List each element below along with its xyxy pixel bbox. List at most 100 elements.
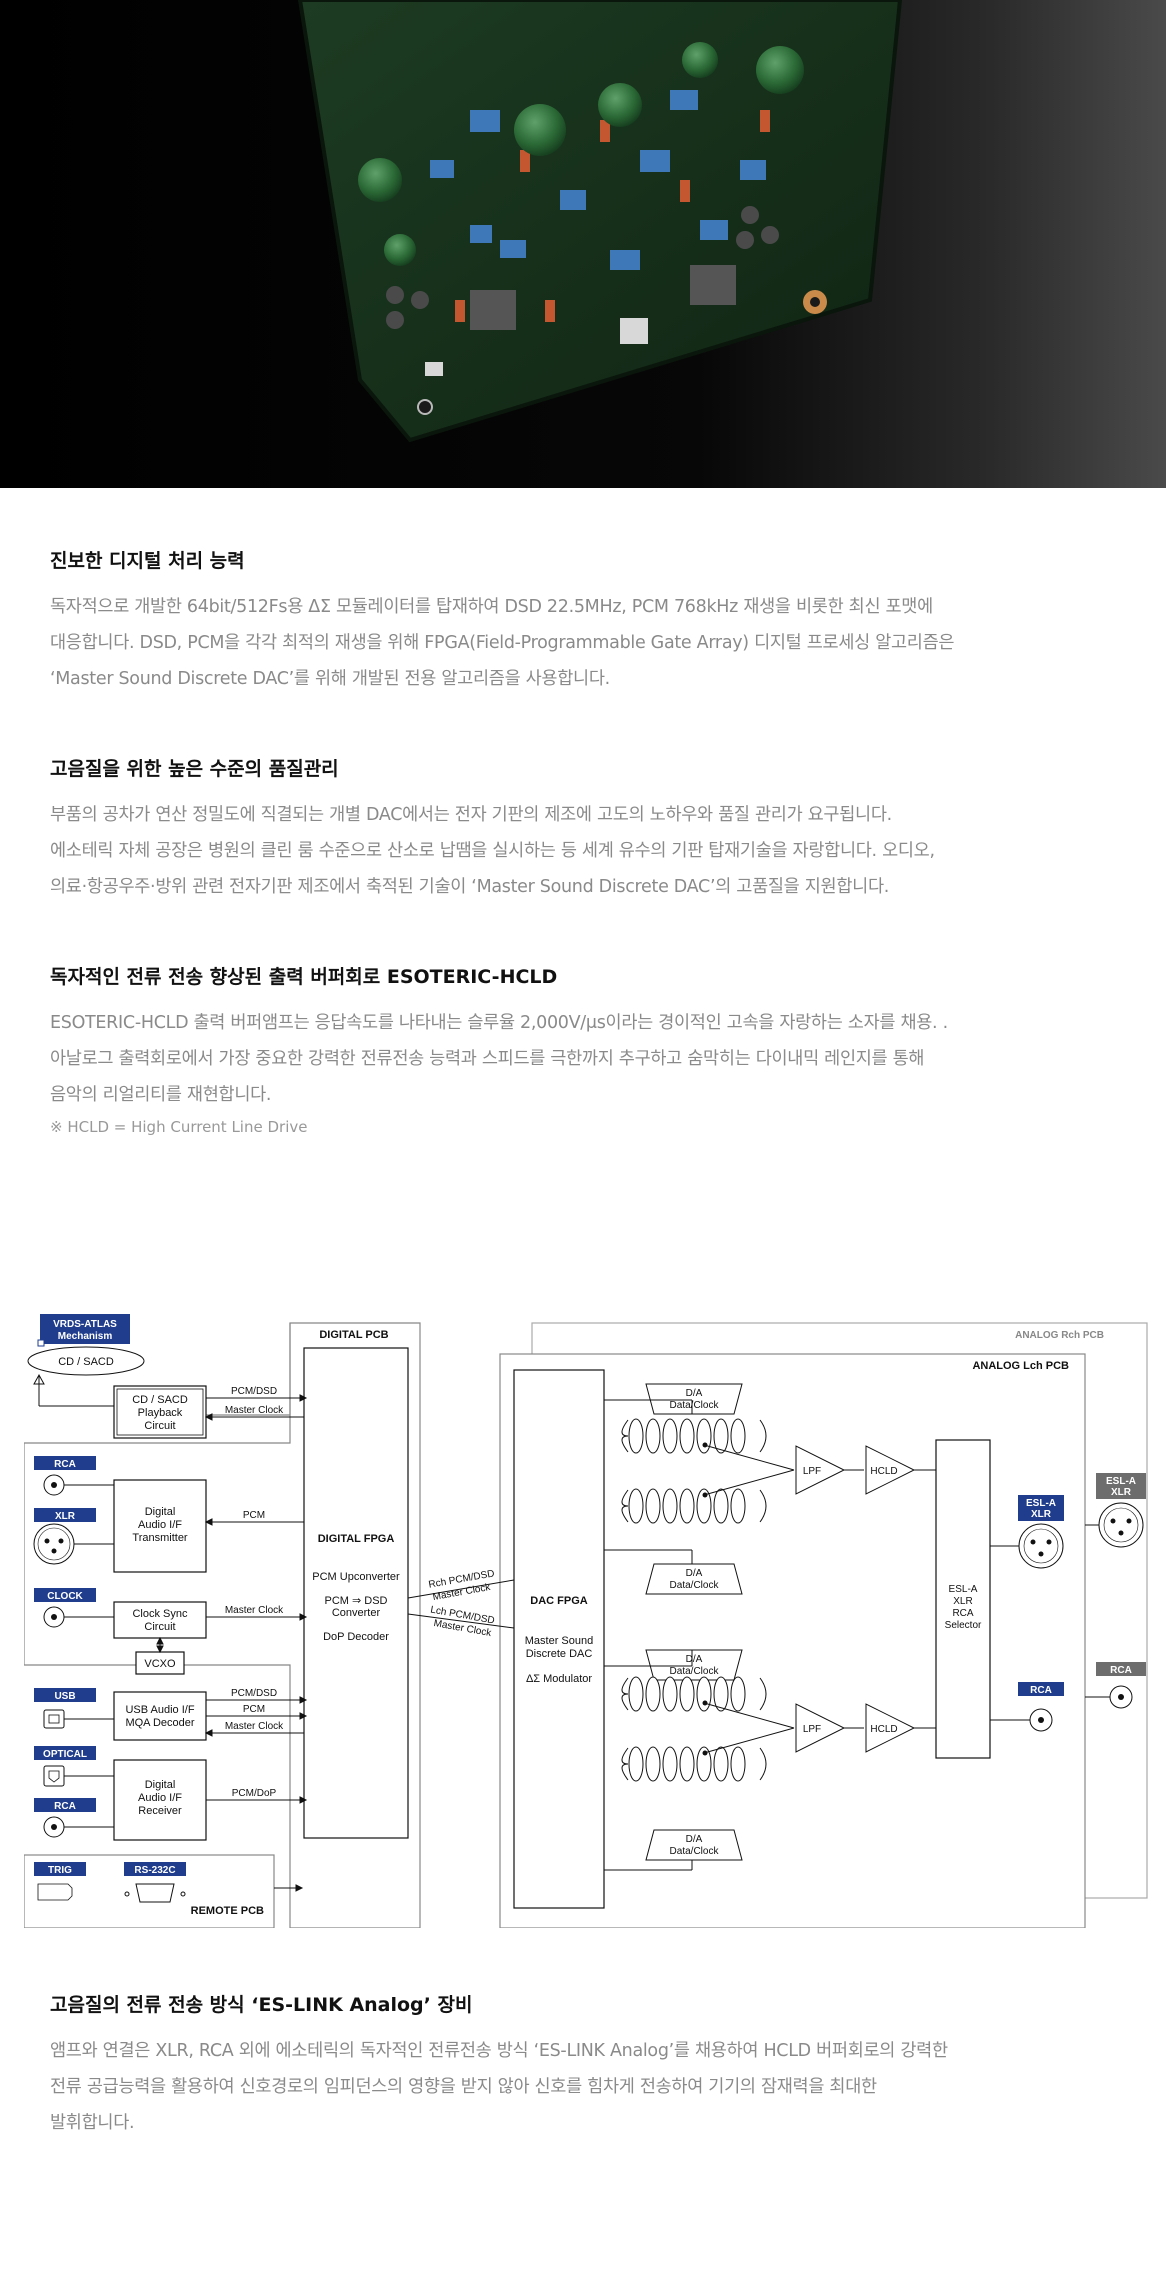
digital-fpga-block — [303, 1347, 409, 1839]
svg-text:LPF: LPF — [803, 1466, 821, 1477]
svg-text:Playback: Playback — [138, 1407, 183, 1419]
analog-rch-label: ANALOG Rch PCB — [1015, 1330, 1104, 1341]
usb-audio-if-block — [113, 1691, 207, 1741]
data-clock-label: Data/Clock — [670, 1400, 720, 1411]
svg-text:Master Sound: Master Sound — [525, 1635, 593, 1647]
svg-text:XLR: XLR — [1031, 1509, 1052, 1520]
section-title: 진보한 디지털 처리 능력 — [50, 550, 245, 572]
svg-text:PCM Upconverter: PCM Upconverter — [312, 1571, 400, 1583]
data-clock-label: Data/Clock — [670, 1580, 720, 1591]
dac-element — [713, 1418, 729, 1454]
dac-element — [662, 1488, 678, 1524]
lpf-stage — [795, 1445, 846, 1495]
dac-element — [645, 1676, 661, 1712]
da-converter-groups: D/AData/ClockD/AData/ClockD/AData/ClockD… — [604, 1383, 936, 1871]
da-label: D/A — [686, 1654, 703, 1665]
svg-text:Master Clock: Master Clock — [225, 1405, 284, 1416]
da-data-clock-box — [645, 1829, 743, 1861]
svg-text:Digital: Digital — [145, 1506, 176, 1518]
cd-sacd-disc — [27, 1346, 145, 1376]
rca-tag: RCA — [54, 1459, 76, 1470]
optical-port-icon — [43, 1765, 65, 1787]
dac-element — [628, 1488, 644, 1524]
dac-element — [628, 1746, 644, 1782]
digital-pcb-outline — [24, 1322, 421, 1928]
svg-text:Circuit: Circuit — [144, 1420, 175, 1432]
svg-text:Discrete DAC: Discrete DAC — [526, 1648, 593, 1660]
svg-text:HCLD: HCLD — [870, 1466, 897, 1477]
data-clock-label: Data/Clock — [670, 1666, 720, 1677]
trig-jack-icon — [37, 1883, 73, 1901]
svg-text:PCM/DSD: PCM/DSD — [231, 1688, 277, 1699]
hcld-footnote: ※ HCLD = High Current Line Drive — [50, 1118, 308, 1136]
svg-text:Transmitter: Transmitter — [132, 1532, 188, 1544]
clock-tag: CLOCK — [47, 1591, 83, 1602]
svg-text:XLR: XLR — [1111, 1487, 1132, 1498]
dac-element — [696, 1746, 712, 1782]
dac-element — [679, 1676, 695, 1712]
section-body: 앰프와 연결은 XLR, RCA 외에 에소테릭의 독자적인 전류전송 방식 ‘… — [50, 2041, 948, 2133]
svg-text:LPF: LPF — [803, 1724, 821, 1735]
dac-element — [679, 1746, 695, 1782]
usb-tag: USB — [54, 1691, 75, 1702]
analog-lch-label: ANALOG Lch PCB — [972, 1360, 1069, 1372]
da-label: D/A — [686, 1834, 703, 1845]
dac-element — [628, 1676, 644, 1712]
svg-text:DIGITAL FPGA: DIGITAL FPGA — [318, 1533, 395, 1545]
dac-element — [662, 1746, 678, 1782]
remote-pcb-label: REMOTE PCB — [191, 1905, 264, 1917]
section-body: 독자적으로 개발한 64bit/512Fs용 ΔΣ 모듈레이터를 탑재하여 DS… — [50, 597, 955, 689]
svg-text:Receiver: Receiver — [138, 1805, 182, 1817]
vrds-label: VRDS-ATLAS — [53, 1319, 117, 1330]
vrds-tag — [40, 1314, 130, 1344]
svg-text:PCM: PCM — [243, 1510, 265, 1521]
svg-text:HCLD: HCLD — [870, 1724, 897, 1735]
svg-text:PCM/DoP: PCM/DoP — [232, 1788, 277, 1799]
dac-element — [713, 1488, 729, 1524]
section-title: 고음질을 위한 높은 수준의 품질관리 — [50, 758, 339, 780]
svg-text:ESL-A: ESL-A — [1026, 1498, 1056, 1509]
dac-element — [662, 1418, 678, 1454]
dac-element — [628, 1418, 644, 1454]
svg-text:ESL-A: ESL-A — [949, 1584, 978, 1595]
svg-text:CD / SACD: CD / SACD — [132, 1394, 188, 1406]
hcld-stage — [865, 1445, 916, 1495]
section-hcld-buffer: 독자적인 전류 전송 향상된 출력 버퍼회로 ESOTERIC-HCLD ESO… — [50, 962, 1120, 1139]
dac-element — [730, 1746, 746, 1782]
lpf-stage — [795, 1703, 846, 1753]
rs232c-port-icon — [135, 1883, 175, 1903]
svg-text:Master Clock: Master Clock — [225, 1605, 284, 1616]
dac-element — [713, 1746, 729, 1782]
block-diagram: VRDS-ATLAS Mechanism CD / SACD CD / SACD… — [24, 1314, 1148, 1928]
da-data-clock-box — [645, 1383, 743, 1415]
section-title: 고음질의 전류 전송 방식 ‘ES-LINK Analog’ 장비 — [50, 1994, 473, 2016]
dac-element — [679, 1488, 695, 1524]
svg-text:USB Audio I/F: USB Audio I/F — [125, 1704, 194, 1716]
svg-text:Audio I/F: Audio I/F — [138, 1792, 182, 1804]
dac-element — [713, 1676, 729, 1712]
dac-element — [730, 1676, 746, 1712]
usb-port-icon — [43, 1709, 65, 1729]
svg-text:RCA: RCA — [952, 1608, 973, 1619]
playback-circuit-block — [113, 1385, 207, 1439]
dac-element — [730, 1488, 746, 1524]
section-digital-processing: 진보한 디지털 처리 능력 독자적으로 개발한 64bit/512Fs용 ΔΣ … — [50, 546, 1120, 697]
vrds-mechanism-label: Mechanism — [58, 1331, 113, 1342]
section-body: 부품의 공차가 연산 정밀도에 직결되는 개별 DAC에서는 전자 기판의 제조… — [50, 805, 935, 897]
section-title: 독자적인 전류 전송 향상된 출력 버퍼회로 ESOTERIC-HCLD — [50, 966, 558, 988]
svg-text:Converter: Converter — [332, 1607, 381, 1619]
svg-text:Circuit: Circuit — [144, 1621, 175, 1633]
svg-text:RCA: RCA — [1110, 1665, 1132, 1676]
svg-text:Master Clock: Master Clock — [225, 1721, 284, 1732]
svg-text:Selector: Selector — [945, 1620, 982, 1631]
svg-text:Clock Sync: Clock Sync — [132, 1608, 188, 1620]
dac-element — [645, 1418, 661, 1454]
digital-pcb-label: DIGITAL PCB — [319, 1329, 388, 1341]
xlr-tag: XLR — [55, 1511, 76, 1522]
svg-text:PCM/DSD: PCM/DSD — [231, 1386, 277, 1397]
hcld-stage — [865, 1703, 916, 1753]
cd-sacd-label: CD / SACD — [58, 1356, 114, 1368]
dac-element — [730, 1418, 746, 1454]
dac-element — [696, 1418, 712, 1454]
da-data-clock-box — [645, 1563, 743, 1595]
